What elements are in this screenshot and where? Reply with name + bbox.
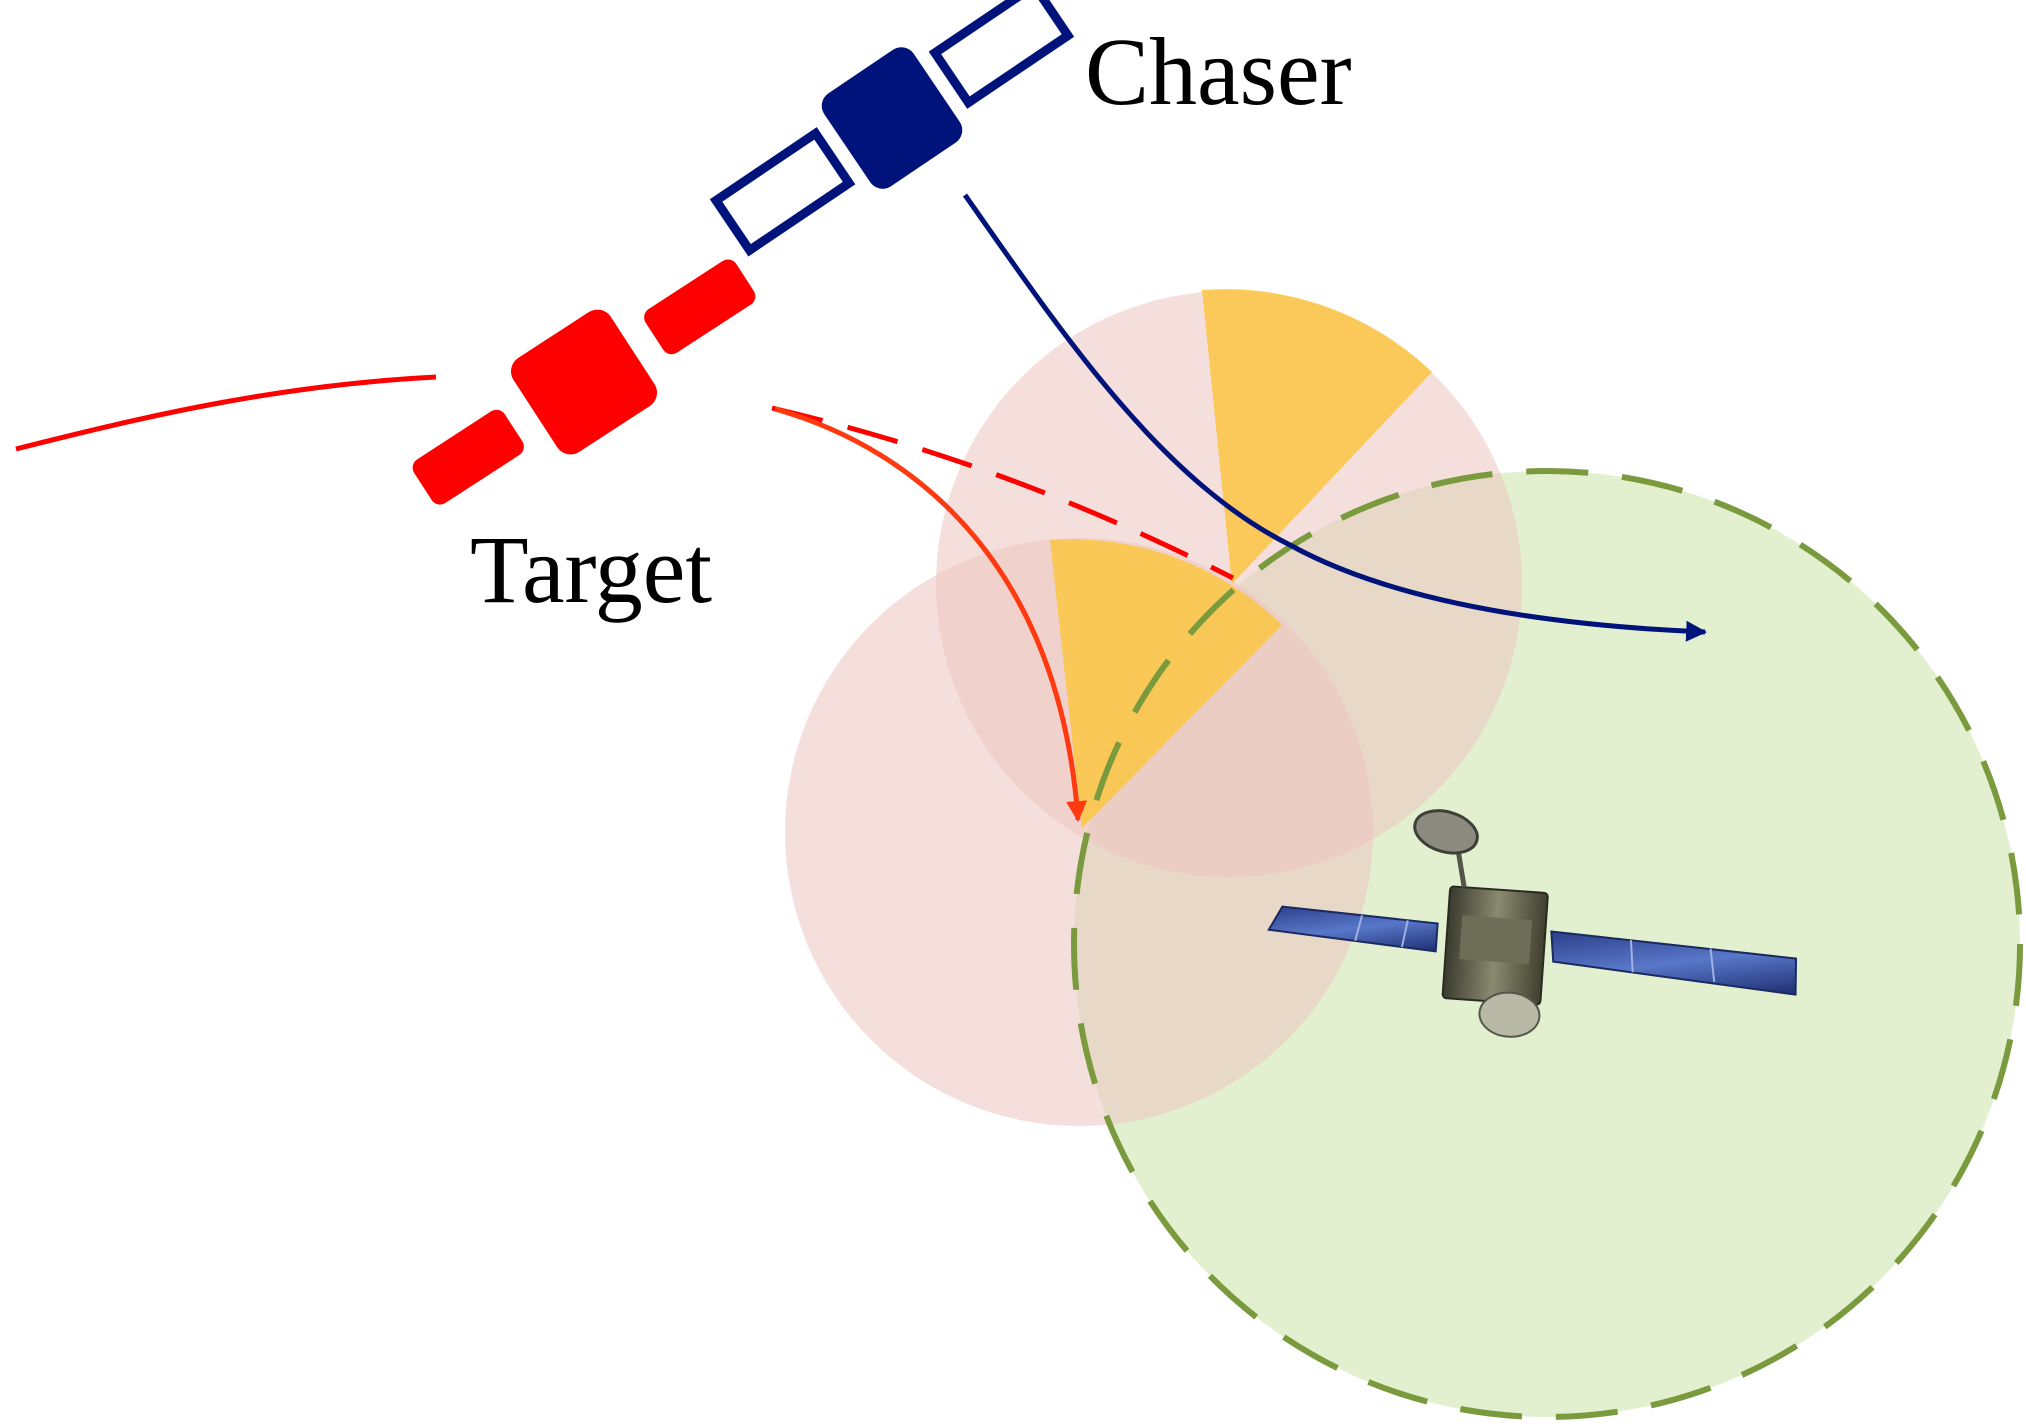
sensor-range-lower — [785, 538, 1373, 1126]
target-past-trajectory — [15, 374, 437, 452]
sensor-cone-lower — [1050, 539, 1282, 828]
keepout-zone-border — [1071, 468, 2023, 1420]
chaser-label: Chaser — [1085, 18, 1352, 125]
target-maneuver-arrow — [774, 406, 1088, 823]
satellite-solid-icon — [412, 259, 756, 505]
sensor-cone-upper — [1202, 289, 1432, 584]
target-nominal-trajectory — [771, 405, 1235, 581]
communications-satellite-icon — [1267, 809, 1798, 1038]
target-label: Target — [470, 516, 712, 623]
chaser-trajectory-arrow — [962, 193, 1708, 642]
satellite-outline-icon — [709, 0, 1075, 257]
